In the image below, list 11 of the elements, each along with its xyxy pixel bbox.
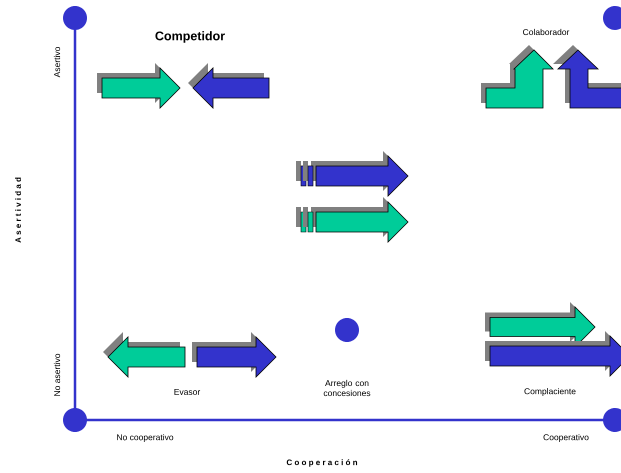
quadrant-label: Complaciente [524, 388, 576, 396]
axis-end-label: Cooperativo [544, 434, 589, 442]
quadrant-label: Colaborador [523, 28, 570, 36]
axis-end-label: No cooperativo [117, 434, 174, 442]
quadrant-label: Evasor [174, 389, 200, 395]
axis-title: C o o p e r a c i ó n [286, 459, 358, 467]
axis-title: A s e r t i v i d a d [15, 178, 21, 243]
quadrant-label: Arreglo con concesiones [324, 380, 370, 396]
axis-end-label: No asertivo [54, 354, 60, 396]
quadrant-label: Competidor [155, 31, 225, 43]
axis-end-label: Asertivo [54, 47, 60, 78]
